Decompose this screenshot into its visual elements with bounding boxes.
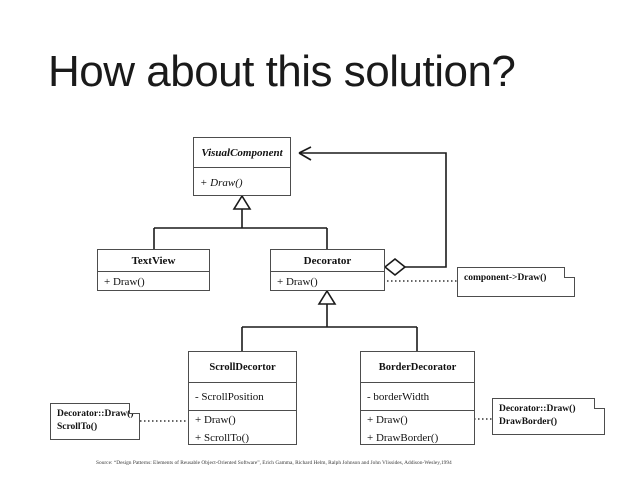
class-textview-operation-0: + Draw() <box>104 276 145 288</box>
note-scroll-draw-line-1: Decorator::Draw() <box>57 409 134 419</box>
class-borderdecorator-name: BorderDecorator <box>378 361 457 373</box>
note-scroll-draw-line-2: ScrollTo() <box>57 422 98 432</box>
class-borderdecorator-separator-2 <box>361 410 474 411</box>
class-scrolldecortor-operation-0: + Draw() <box>195 414 236 426</box>
generalization-to-decorator <box>241 303 418 351</box>
class-scrolldecortor[interactable]: ScrollDecortor - ScrollPosition + Draw()… <box>188 351 297 445</box>
class-scrolldecortor-operation-1: + ScrollTo() <box>195 432 250 444</box>
aggregation-arrowhead <box>298 146 312 161</box>
note-border-draw-line-2: DrawBorder() <box>499 417 558 427</box>
note-fold-corner-icon <box>594 398 605 409</box>
class-decorator[interactable]: Decorator + Draw() <box>270 249 385 291</box>
note-border-draw[interactable]: Decorator::Draw() DrawBorder() <box>492 398 605 435</box>
class-scrolldecortor-attribute-0: - ScrollPosition <box>195 390 264 403</box>
class-borderdecorator-operation-0: + Draw() <box>367 414 408 426</box>
generalization-arrowhead-visualcomponent <box>232 194 252 210</box>
note-fold-corner-icon <box>129 403 140 414</box>
note-fold-corner-icon <box>564 267 575 278</box>
note-scroll-draw[interactable]: Decorator::Draw() ScrollTo() <box>50 403 140 440</box>
class-scrolldecortor-separator-1 <box>189 382 296 383</box>
generalization-to-visualcomponent <box>153 208 328 249</box>
aggregation-diamond <box>383 257 407 277</box>
class-visualcomponent[interactable]: VisualComponent + Draw() <box>193 137 291 196</box>
generalization-arrowhead-decorator <box>317 289 337 305</box>
note-component-draw[interactable]: component->Draw() <box>457 267 575 297</box>
class-decorator-name: Decorator <box>303 254 352 267</box>
class-borderdecorator-operation-1: + DrawBorder() <box>367 432 439 444</box>
class-decorator-separator <box>271 271 384 272</box>
class-visualcomponent-separator <box>194 167 290 168</box>
class-borderdecorator-separator-1 <box>361 382 474 383</box>
note-component-draw-line-1: component->Draw() <box>464 273 547 283</box>
class-textview-separator <box>98 271 209 272</box>
class-textview[interactable]: TextView + Draw() <box>97 249 210 291</box>
class-visualcomponent-name: VisualComponent <box>201 146 283 159</box>
source-citation: Source: “Design Patterns: Elements of Re… <box>96 460 452 466</box>
class-scrolldecortor-separator-2 <box>189 410 296 411</box>
class-scrolldecortor-name: ScrollDecortor <box>209 361 276 373</box>
page-title: How about this solution? <box>48 47 516 96</box>
class-borderdecorator[interactable]: BorderDecorator - borderWidth + Draw() +… <box>360 351 475 445</box>
class-borderdecorator-attribute-0: - borderWidth <box>367 390 430 403</box>
class-decorator-operation-0: + Draw() <box>277 276 318 288</box>
note-border-draw-line-1: Decorator::Draw() <box>499 404 576 414</box>
class-visualcomponent-operation-0: + Draw() <box>200 176 243 189</box>
class-textview-name: TextView <box>131 254 176 267</box>
